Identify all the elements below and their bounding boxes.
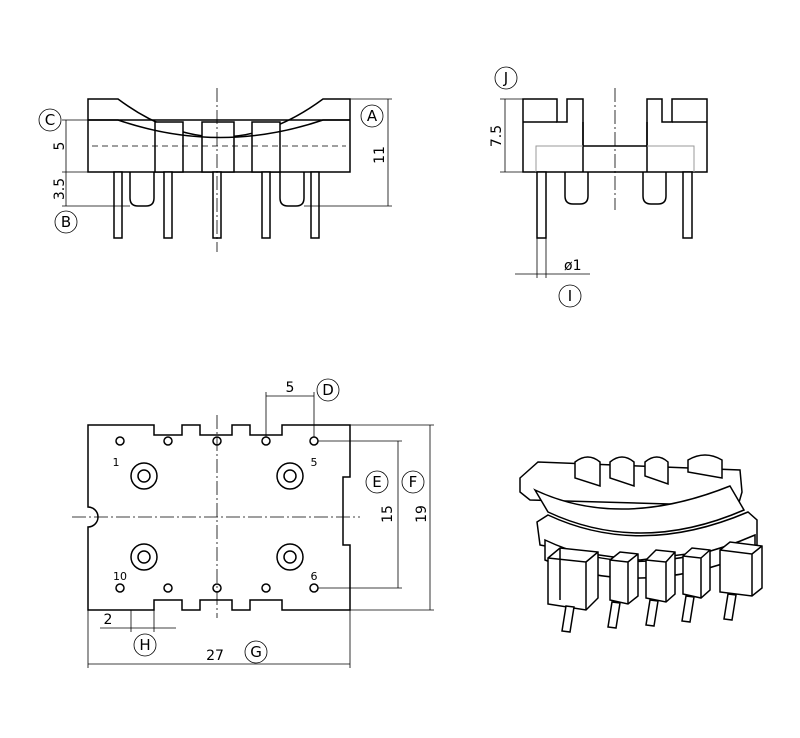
side-view: 7.5 J ø1 I [489,66,708,308]
callout-g: G [250,643,262,661]
callout-d: D [322,381,334,399]
pin-number-1: 1 [113,456,120,469]
dim-pin-diameter: ø1 [564,258,581,274]
callout-e: E [372,473,381,491]
dim-height-top: 5 [52,142,68,151]
dim-slot-width: 2 [104,612,113,628]
front-view: 11 A 5 3.5 C B [38,88,392,252]
dim-body-width: 19 [414,505,430,523]
pin-number-6: 6 [311,570,318,583]
dim-row-spacing: 15 [380,505,396,523]
bottom-view: 1 5 10 6 5 D 15 E 19 F 2 H 27 [72,378,434,668]
callout-f: F [409,473,418,491]
callout-i: I [568,287,572,305]
callout-c: C [45,111,55,129]
dim-body-length: 27 [206,648,224,664]
dim-pin-length: 3.5 [52,178,68,200]
pin-number-5: 5 [311,456,318,469]
callout-a: A [367,107,378,125]
callout-j: J [503,69,508,87]
callout-h: H [139,636,150,654]
dim-height-total: 11 [372,146,388,164]
callout-b: B [61,213,71,231]
dim-side-height: 7.5 [489,125,505,147]
pin-number-10: 10 [113,570,127,583]
isometric-view [519,454,763,633]
dim-pin-pitch: 5 [286,380,295,396]
